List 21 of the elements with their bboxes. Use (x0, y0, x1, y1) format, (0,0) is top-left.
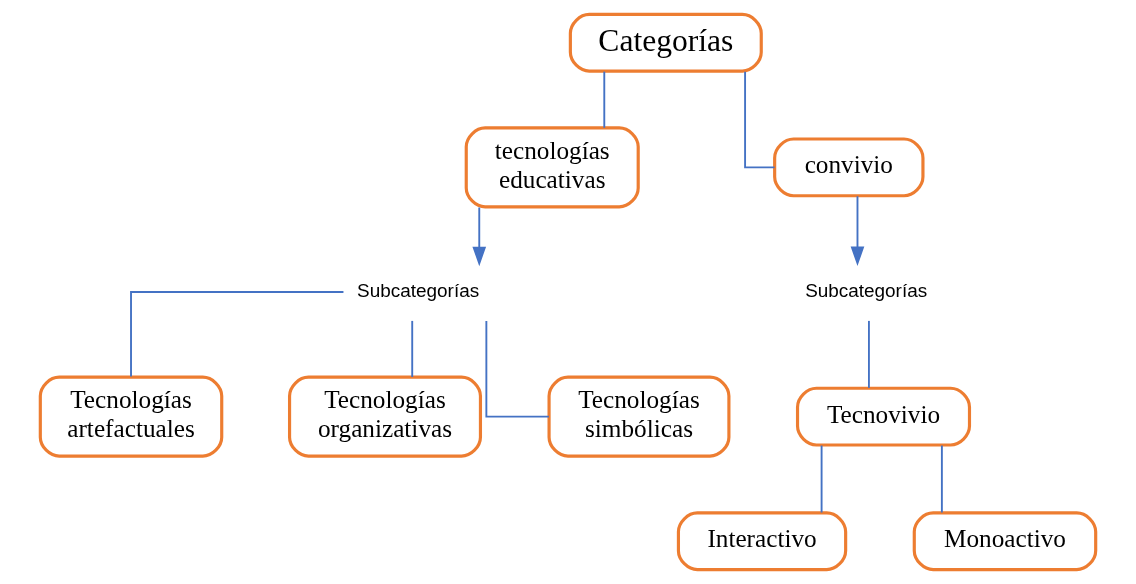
connector (411, 319, 414, 378)
node-box: Categorías (568, 12, 763, 73)
connector (940, 444, 943, 514)
connector (867, 319, 870, 389)
node-box: Tecnologías artefactuales (38, 375, 224, 458)
node-box: Tecnologías organizativas (288, 375, 483, 458)
node-box: Tecnologías simbólicas (547, 375, 731, 458)
node-box: Tecnovivio (795, 386, 972, 447)
arrow (472, 206, 487, 267)
connector (603, 70, 606, 129)
node-text: Subcategorías (357, 279, 480, 301)
node-box: tecnologías educativas (464, 126, 640, 209)
node-box: convivio (773, 137, 925, 198)
node-box: Monoactivo (912, 511, 1098, 572)
connector (485, 319, 550, 418)
node-box: Interactivo (676, 511, 848, 572)
connector (820, 444, 823, 514)
connector (744, 70, 776, 169)
arrow (850, 195, 865, 267)
connector (130, 291, 345, 378)
node-text: Subcategorías (805, 279, 928, 301)
